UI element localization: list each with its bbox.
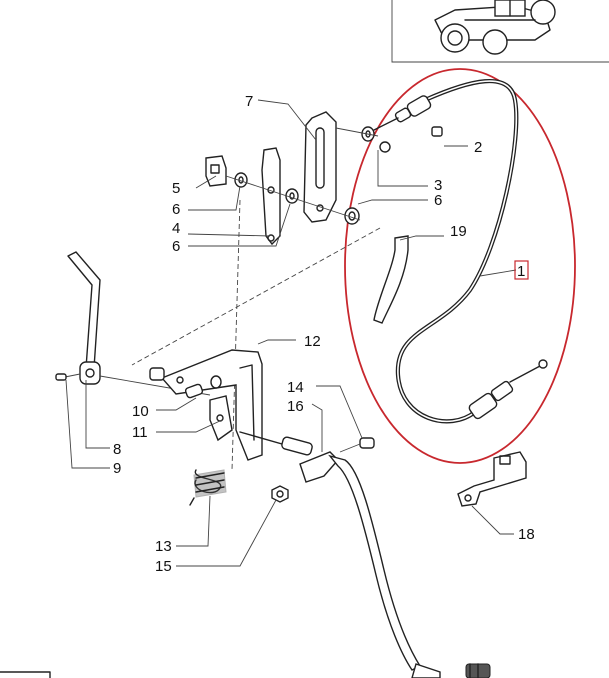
callout-2: 2	[474, 139, 482, 156]
sleeve-part-19	[373, 235, 409, 324]
callout-11: 11	[132, 424, 148, 441]
callout-6-right: 6	[434, 192, 442, 209]
lever-part-4	[261, 147, 281, 246]
callout-3: 3	[434, 177, 442, 194]
highlight-ellipse	[344, 68, 576, 464]
callout-7: 7	[245, 93, 253, 110]
callout-13: 13	[155, 538, 172, 555]
cable-assembly	[369, 78, 548, 424]
callout-6-bottom: 6	[172, 238, 180, 255]
callout-8: 8	[113, 441, 121, 458]
nut-part-2	[431, 126, 443, 137]
block-part-5	[205, 155, 227, 187]
tractor-thumbnail-icon	[391, 0, 609, 63]
callout-18: 18	[518, 526, 535, 543]
frame-corner	[0, 671, 51, 678]
callout-19: 19	[450, 223, 467, 240]
bolt-part-10	[184, 375, 222, 399]
bracket-part-18	[457, 451, 527, 507]
bracket-part-12	[149, 349, 263, 461]
callout-16: 16	[287, 398, 304, 415]
callout-1-box	[514, 260, 529, 280]
callout-9: 9	[113, 460, 121, 477]
callout-14: 14	[287, 379, 304, 396]
bolt-part-14	[339, 437, 375, 453]
nut-part-15	[271, 485, 289, 503]
pivot-plate-part-11	[209, 395, 233, 442]
callout-10: 10	[132, 403, 149, 420]
callout-5: 5	[172, 180, 180, 197]
callout-4: 4	[172, 220, 180, 237]
callout-6-top: 6	[172, 201, 180, 218]
clip-part-3	[379, 141, 391, 153]
callout-12: 12	[304, 333, 321, 350]
pedal-part-16	[299, 451, 491, 678]
callout-1: 1	[517, 263, 525, 280]
bracket-part-7	[303, 111, 337, 223]
callout-15: 15	[155, 558, 172, 575]
spring-part-13	[189, 469, 227, 506]
washers-part-6	[234, 126, 375, 225]
